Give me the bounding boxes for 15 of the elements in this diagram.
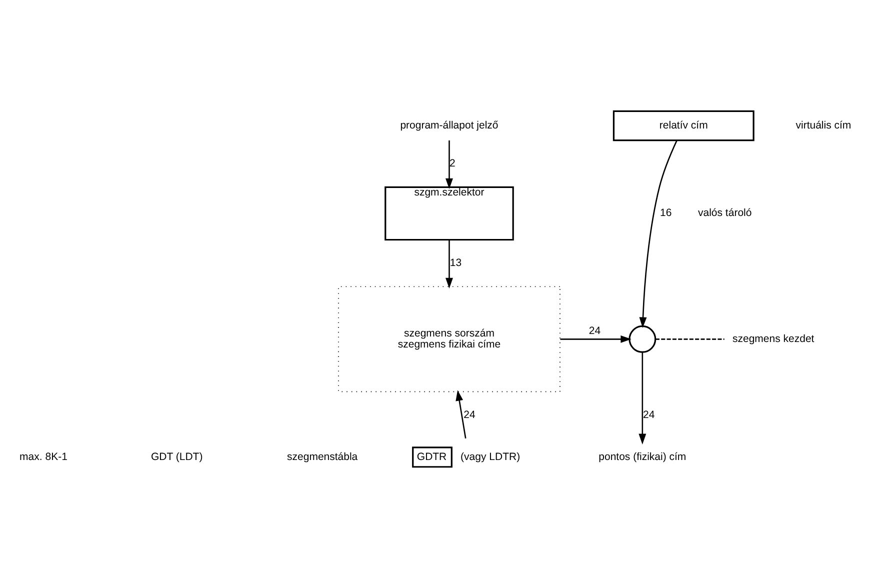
- edge-label: 16: [660, 206, 672, 219]
- node-text: program-állapot jelző: [400, 119, 498, 132]
- label: valós tároló: [698, 206, 752, 219]
- edge-label: 2: [450, 157, 456, 170]
- node-label: (vagy LDTR): [460, 450, 520, 462]
- edge-label: 24: [588, 324, 601, 336]
- label: virtuális cím: [796, 119, 852, 132]
- edge-label: 13: [450, 256, 462, 268]
- edge-label: 24: [643, 408, 655, 420]
- edge-label: 24: [464, 408, 476, 420]
- node-text: pontos (fizikai) cím: [598, 450, 686, 462]
- label: szegmenstábla: [287, 450, 358, 462]
- label: GDT (LDT): [150, 450, 203, 462]
- label: max. 8K-1: [20, 450, 68, 462]
- node-text: szegmens kezdet: [732, 332, 814, 344]
